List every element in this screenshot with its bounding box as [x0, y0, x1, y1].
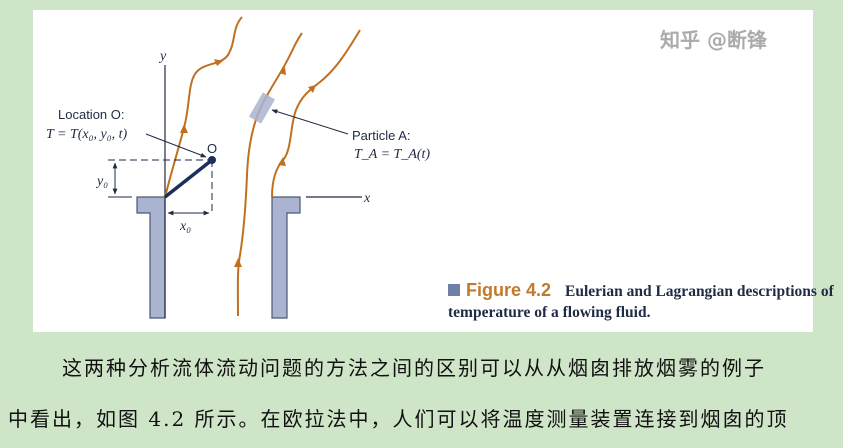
body-line-1: 这两种分析流体流动问题的方法之间的区别可以从从烟囱排放烟雾的例子 [62, 356, 766, 380]
figure-diagram: y x O y₀ x₀ Location O: T = T(x₀, y₀, t)… [46, 16, 430, 319]
streamline-2 [236, 32, 303, 317]
body-line-2: 中看出，如图 4.2 所示。在欧拉法中，人们可以将温度测量装置连接到烟囱的顶 [8, 407, 789, 431]
location-title: Location O: [58, 107, 125, 122]
streamline-3 [271, 29, 361, 198]
position-vector [163, 158, 214, 199]
particle-title: Particle A: [352, 128, 411, 143]
y-axis-label: y [158, 49, 167, 64]
watermark: 知乎 @断锋 [660, 28, 767, 52]
x-axis-label: x [363, 191, 371, 206]
caption-square-icon [448, 284, 460, 296]
left-chimney [136, 196, 166, 319]
y0-label: y₀ [95, 174, 108, 189]
x0-label: x₀ [179, 219, 191, 234]
location-leader [145, 133, 207, 158]
caption-text: Eulerian and Lagrangian descriptions of … [448, 283, 834, 321]
point-o [208, 156, 216, 164]
streamline-1 [164, 16, 243, 198]
right-chimney [271, 196, 301, 319]
figure-number: Figure 4.2 [466, 280, 552, 300]
particle-equation: T_A = T_A(t) [354, 147, 430, 162]
point-o-label: O [207, 141, 217, 156]
particle-a [248, 92, 276, 124]
particle-leader [271, 109, 349, 135]
location-equation: T = T(x₀, y₀, t) [46, 127, 127, 142]
